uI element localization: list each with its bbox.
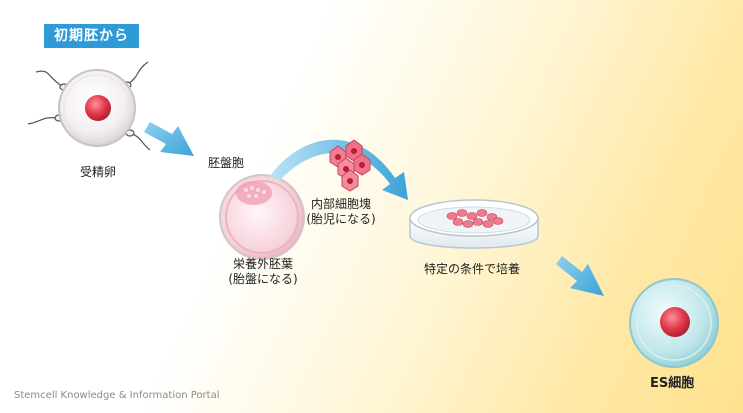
inner-cell-mass-label-line1: 内部細胞塊 — [310, 197, 371, 211]
section-badge: 初期胚から — [44, 24, 139, 48]
culture-label: 特定の条件で培養 — [424, 262, 521, 276]
es-cell-label: ES細胞 — [650, 376, 695, 391]
arrow-egg-to-blastocyst — [144, 122, 194, 156]
trophectoderm-label: 栄養外胚葉 (胎盤になる) — [222, 257, 304, 287]
inner-cell-mass-cluster — [329, 139, 371, 192]
trophectoderm-label-line2: (胎盤になる) — [228, 272, 298, 286]
inner-cell-mass-label: 内部細胞塊 (胎児になる) — [300, 197, 382, 227]
petri-dish-illustration — [409, 199, 539, 249]
fertilized-egg-illustration — [58, 69, 136, 147]
source-credit: Stemcell Knowledge & Information Portal — [14, 390, 220, 401]
arrow-dish-to-es-cell — [556, 256, 604, 296]
inner-cell-mass-label-line2: (胎児になる) — [306, 212, 376, 226]
arrow-blastocyst-to-dish — [270, 139, 408, 200]
blastocyst-label: 胚盤胞 — [208, 156, 245, 170]
trophectoderm-label-line1: 栄養外胚葉 — [232, 257, 293, 271]
blastocyst-illustration — [219, 174, 305, 260]
fertilized-egg-label: 受精卵 — [80, 165, 117, 179]
es-cell-illustration — [629, 278, 719, 368]
